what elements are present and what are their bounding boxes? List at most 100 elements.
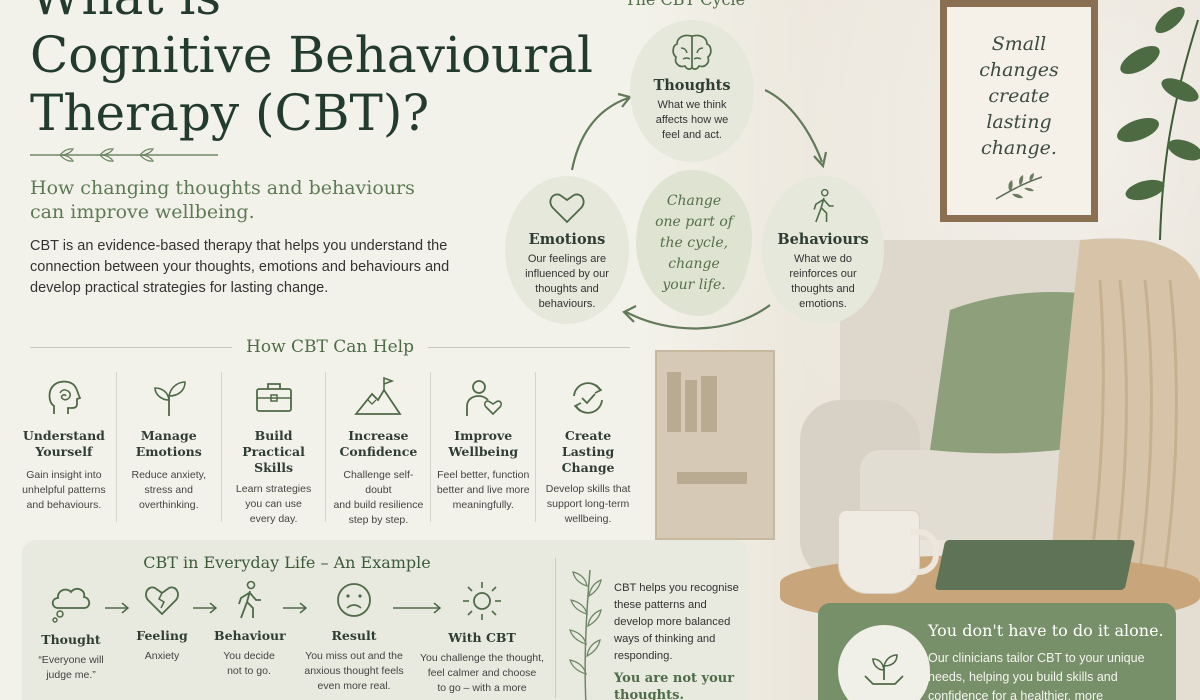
example-side-quote: You are not your thoughts. bbox=[614, 671, 735, 700]
arrow-head bbox=[813, 151, 828, 169]
head-thoughts-icon bbox=[48, 380, 82, 414]
step-label: Thought bbox=[41, 632, 101, 647]
coffee-mug bbox=[838, 510, 939, 594]
notebook bbox=[934, 540, 1136, 590]
sprout-icon bbox=[153, 381, 186, 416]
benefit-desc: Learn strategies you can use every day. bbox=[235, 483, 312, 525]
thought-cloud-icon bbox=[51, 587, 91, 623]
step-label: Behaviour bbox=[214, 628, 286, 643]
support-card-text: Our clinicians tailor CBT to your unique… bbox=[928, 651, 1145, 700]
heading-rule bbox=[30, 346, 233, 348]
step-desc: You decide not to go. bbox=[223, 650, 275, 677]
heart-icon bbox=[549, 193, 585, 224]
example-step-behaviour: Behaviour You decide not to go. bbox=[214, 580, 286, 679]
arrow-thoughts-to-behaviours bbox=[764, 89, 824, 163]
book bbox=[685, 380, 697, 432]
broken-heart-icon bbox=[145, 586, 179, 616]
benefit-improve-wellbeing: Improve Wellbeing Feel better, function … bbox=[431, 372, 537, 522]
benefit-title: Understand Yourself bbox=[22, 428, 105, 459]
example-step-with-cbt: With CBT You challenge the thought, feel… bbox=[418, 580, 546, 696]
cycle-node-desc: Our feelings are influenced by our thoug… bbox=[525, 253, 609, 310]
person-heart-icon bbox=[466, 380, 503, 416]
arrow-emotions-to-thoughts bbox=[570, 96, 629, 171]
benefit-title: Build Practical Skills bbox=[242, 428, 305, 475]
walking-person-icon bbox=[813, 188, 834, 223]
arrow-behaviours-to-emotions bbox=[625, 304, 771, 330]
benefit-desc: Reduce anxiety, stress and overthinking. bbox=[131, 469, 206, 511]
benefit-lasting-change: Create Lasting Change Develop skills tha… bbox=[536, 372, 640, 525]
cycle-emotions: Emotions Our feelings are influenced by … bbox=[505, 176, 629, 324]
vine-divider-icon bbox=[30, 148, 218, 162]
help-benefits-row: Understand Yourself Gain insight into un… bbox=[12, 372, 640, 526]
step-desc: You miss out and the anxious thought fee… bbox=[304, 650, 404, 692]
bookshelf bbox=[655, 350, 775, 540]
book bbox=[677, 472, 747, 484]
leaf-icon bbox=[995, 173, 1043, 200]
benefit-understand-yourself: Understand Yourself Gain insight into un… bbox=[12, 372, 117, 522]
arrow-right-icon bbox=[283, 602, 308, 614]
support-card-title: You don't have to do it alone. bbox=[928, 621, 1164, 640]
cycle-center-message: Change one part of the cycle, change you… bbox=[636, 170, 752, 316]
toolbox-icon bbox=[255, 383, 292, 412]
example-step-result: Result You miss out and the anxious thou… bbox=[300, 580, 408, 694]
cycle-arrows bbox=[570, 89, 828, 330]
benefit-title: Increase Confidence bbox=[339, 428, 418, 459]
cycle-node-desc: What we do reinforces our thoughts and e… bbox=[789, 253, 857, 310]
arrow-right-icon bbox=[193, 602, 218, 614]
cycle-behaviours: Behaviours What we do reinforces our tho… bbox=[762, 176, 884, 324]
cycle-center-text: Change one part of the cycle, change you… bbox=[655, 192, 733, 293]
walking-person-icon bbox=[238, 580, 261, 619]
mountain-flag-icon bbox=[354, 376, 403, 415]
arrow-right-icon bbox=[105, 602, 130, 614]
benefit-increase-confidence: Increase Confidence Challenge self-doubt… bbox=[326, 372, 432, 526]
help-heading-label: How CBT Can Help bbox=[246, 337, 414, 357]
armchair bbox=[800, 238, 1200, 580]
step-desc: “Everyone will judge me.” bbox=[38, 654, 104, 681]
help-section-heading: How CBT Can Help bbox=[30, 336, 630, 358]
sad-face-icon bbox=[337, 583, 371, 617]
sprout-hands-icon bbox=[864, 654, 904, 685]
cycle-node-title: Behaviours bbox=[777, 231, 869, 248]
plant-decoration bbox=[1117, 6, 1200, 240]
intro-paragraph: CBT is an evidence-based therapy that he… bbox=[30, 238, 450, 296]
page-subtitle: How changing thoughts and behaviours can… bbox=[30, 177, 415, 223]
page-title: What is Cognitive Behavioural Therapy (C… bbox=[30, 0, 593, 142]
benefit-title: Manage Emotions bbox=[135, 428, 202, 459]
cycle-node-title: Emotions bbox=[528, 231, 606, 248]
benefit-build-skills: Build Practical Skills Learn strategies … bbox=[222, 372, 327, 525]
cycle-title: The CBT Cycle bbox=[610, 0, 760, 9]
benefit-desc: Challenge self-doubt and build resilienc… bbox=[333, 469, 424, 526]
everyday-example-panel: CBT in Everyday Life – An Example Though… bbox=[22, 540, 748, 700]
frame-canvas: Small changes create lasting change. bbox=[947, 7, 1091, 215]
step-label: With CBT bbox=[448, 630, 516, 645]
fern-icon bbox=[569, 569, 602, 700]
example-step-feeling: Feeling Anxiety bbox=[132, 580, 192, 664]
arrow-right-icon bbox=[393, 602, 442, 614]
example-title: CBT in Everyday Life – An Example bbox=[143, 553, 431, 572]
example-step-thought: Thought “Everyone will judge me.” bbox=[26, 580, 116, 683]
support-card: You don't have to do it alone. Our clini… bbox=[818, 603, 1176, 700]
step-label: Result bbox=[331, 628, 377, 643]
book bbox=[701, 376, 717, 432]
frame-quote: Small changes create lasting change. bbox=[979, 33, 1059, 159]
sprout-hands-icon-badge bbox=[838, 625, 930, 700]
heading-rule bbox=[427, 346, 630, 348]
cycle-check-icon bbox=[573, 382, 603, 414]
benefit-title: Create Lasting Change bbox=[561, 428, 615, 475]
benefit-desc: Feel better, function better and live mo… bbox=[436, 469, 530, 511]
step-desc: Anxiety bbox=[144, 650, 180, 662]
benefit-title: Improve Wellbeing bbox=[448, 428, 519, 459]
sun-icon bbox=[463, 582, 501, 620]
benefit-manage-emotions: Manage Emotions Reduce anxiety, stress a… bbox=[117, 372, 222, 522]
benefit-desc: Gain insight into unhelpful patterns and… bbox=[22, 469, 106, 511]
wall-frame: Small changes create lasting change. bbox=[940, 0, 1098, 222]
example-divider bbox=[555, 558, 556, 698]
cycle-thoughts: Thoughts What we think affects how we fe… bbox=[630, 20, 754, 162]
cycle-node-desc: What we think affects how we feel and ac… bbox=[655, 99, 729, 141]
step-label: Feeling bbox=[136, 628, 188, 643]
example-side-text: CBT helps you recognise these patterns a… bbox=[614, 582, 739, 662]
step-desc: You challenge the thought, feel calmer a… bbox=[420, 652, 544, 694]
benefit-desc: Develop skills that support long-term we… bbox=[545, 483, 631, 525]
cycle-node-title: Thoughts bbox=[653, 77, 731, 94]
brain-icon bbox=[672, 34, 712, 70]
